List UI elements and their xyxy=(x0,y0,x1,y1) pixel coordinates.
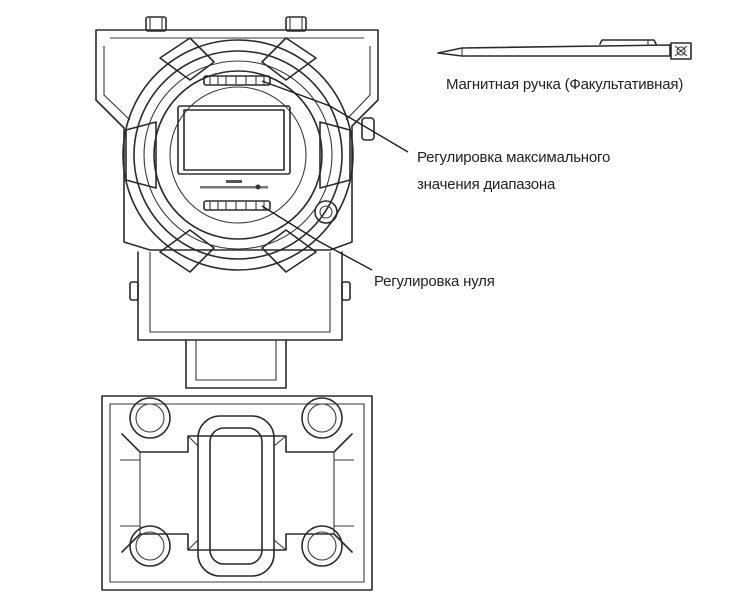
span-adjust-label-line2: значения диапазона xyxy=(417,176,556,193)
cover-bezel xyxy=(122,37,354,273)
housing-body xyxy=(95,16,379,251)
magnetic-pen-icon xyxy=(437,39,692,60)
zero-adjust-label: Регулировка нуля xyxy=(374,273,495,290)
lcd-display xyxy=(177,105,291,190)
span-leader-line xyxy=(261,80,409,153)
zero-leader-line xyxy=(261,205,373,271)
zero-adjust-strip xyxy=(203,200,271,211)
span-adjust-label-line1: Регулировка максимального xyxy=(417,149,611,166)
housing-neck xyxy=(129,251,351,389)
span-adjust-strip xyxy=(203,75,271,86)
flange-bolts xyxy=(129,397,343,567)
magnetic-pen-label: Магнитная ручка (Факультативная) xyxy=(446,76,684,93)
process-flange xyxy=(101,395,373,591)
